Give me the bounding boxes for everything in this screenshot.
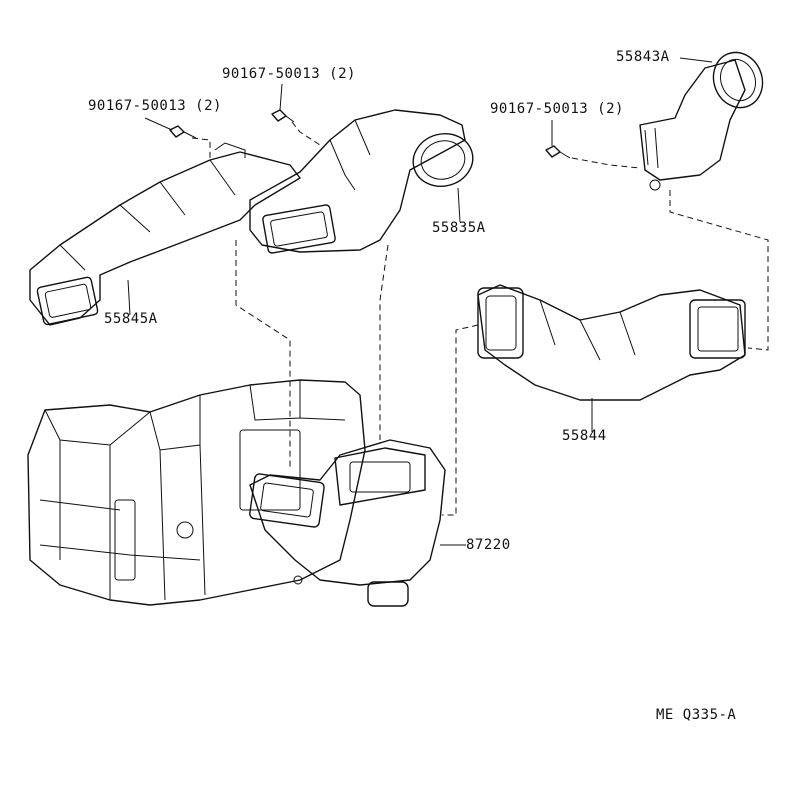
label-bolt-mid: 90167-50013 (2)	[222, 66, 356, 82]
duct-55845a	[29, 142, 301, 326]
label-55835a: 55835A	[432, 220, 486, 236]
label-55843a: 55843A	[616, 49, 670, 65]
bolt-mid	[271, 109, 295, 123]
duct-87220	[249, 439, 446, 607]
duct-55843a	[639, 51, 764, 191]
duct-55835a	[249, 109, 474, 254]
bolt-right	[545, 145, 571, 159]
label-bolt-left: 90167-50013 (2)	[88, 98, 222, 114]
bolt-left	[169, 125, 197, 139]
duct-55844	[477, 284, 746, 401]
dashed-assembly-lines	[191, 121, 769, 516]
label-55844: 55844	[562, 428, 607, 444]
figure-code: ME Q335-A	[656, 707, 737, 723]
heater-unit	[27, 379, 366, 606]
leader-lines	[127, 57, 713, 546]
label-87220: 87220	[466, 537, 511, 553]
label-bolt-right: 90167-50013 (2)	[490, 101, 624, 117]
label-55845a: 55845A	[104, 311, 158, 327]
